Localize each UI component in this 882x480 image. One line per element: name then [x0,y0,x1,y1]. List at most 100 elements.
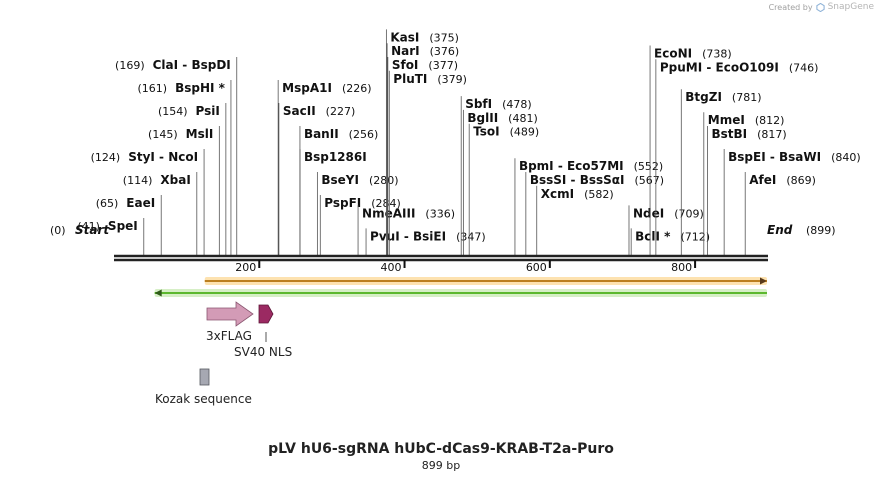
site-name: Bsp1286I [304,150,367,164]
restriction-site[interactable]: PpuMI - EcoO109I(746) [655,59,819,256]
restriction-site[interactable]: SfoI (377) [387,57,458,256]
restriction-site[interactable]: AfeI (869) [744,172,816,256]
site-position: (114) [123,174,153,187]
site-position: (812) [755,114,785,127]
restriction-site[interactable]: BtgZI(781) [680,89,762,256]
map-title-block: pLV hU6-sgRNA hUbC-dCas9-KRAB-T2a-Puro 8… [0,441,882,472]
site-name: StyI - NcoI [128,150,198,164]
restriction-site[interactable]: BstBI(817) [707,126,787,256]
restriction-site[interactable]: StyI - NcoI (124) [91,149,205,256]
end-label: End [767,223,793,237]
sv40-nls-arrow [258,304,274,324]
restriction-site[interactable]: XcmI(582) [536,185,614,256]
site-position: (567) [635,174,665,187]
restriction-site[interactable]: BspHI * (161) [138,80,232,256]
site-name: PsiI [196,104,220,118]
restriction-sites: SpeI(41)EaeI(65)XbaI(114) StyI - NcoI (124… [77,29,861,257]
site-name: ClaI - BspDI [153,58,231,72]
site-name: NmeAIII [362,206,415,220]
restriction-site[interactable]: MspA1I(226) [277,80,372,256]
kozak-box [199,368,210,386]
ruler-tick-label: 400 [381,261,402,274]
restriction-site[interactable]: BclI *(712) [630,228,710,256]
restriction-site[interactable]: EaeI(65) [96,195,162,256]
site-name: BspEI - BsaWI [728,150,821,164]
site-position: (552) [634,160,664,173]
end-position: (899) [806,224,836,237]
site-position: (124) [91,151,121,164]
feature-arrowhead [154,289,162,297]
site-name: MspA1I [282,81,332,95]
restriction-site[interactable]: EcoNI(738) [649,45,732,257]
site-name: AfeI [749,173,776,187]
ruler-ticks: 200 400 600 800 [235,260,697,274]
site-position: (869) [786,174,816,187]
feature-3xflag[interactable]: 3xFLAG [206,301,254,343]
feature-kozak[interactable]: Kozak sequence [155,368,252,406]
restriction-site[interactable]: MslI(145) [148,126,220,256]
site-position: (154) [158,105,188,118]
map-title: pLV hU6-sgRNA hUbC-dCas9-KRAB-T2a-Puro [268,441,614,457]
site-name: PvuI - BsiEI [370,229,446,243]
feature-sv40-nls[interactable]: SV40 NLS [234,304,292,359]
restriction-site[interactable]: NarI(376) [386,43,459,256]
restriction-site[interactable]: PspFI(284) [319,195,401,256]
snapgene-logo-icon [815,2,825,12]
site-position: (227) [326,105,356,118]
site-name: EcoNI [654,47,692,61]
restriction-site[interactable]: KasI(375) [385,29,459,256]
site-name: NarI [391,44,420,58]
site-name: SfoI [392,58,419,72]
sv40-nls-label: SV40 NLS [234,345,292,359]
site-name: BspHI * [175,81,226,95]
restriction-site[interactable]: BanII(256) [299,126,378,256]
site-name: MslI [186,127,214,141]
restriction-site[interactable]: BssSI - BssSαI (567) [525,172,665,256]
feature-arrowhead [760,277,767,285]
site-name: SbfI [465,97,492,111]
map-length: 899 bp [421,459,461,472]
ruler-tick-label: 200 [235,261,256,274]
site-name: TsoI [473,125,499,139]
restriction-site[interactable]: PsiI (154) [158,103,227,256]
site-name: PspFI [324,196,361,210]
site-position: (712) [680,230,710,243]
site-name: PpuMI - EcoO109I [660,60,779,74]
restriction-site[interactable]: ClaI - BspDI(169) [115,57,238,256]
restriction-site[interactable]: SacII (227) [278,103,356,256]
restriction-site[interactable]: TsoI(489) [468,123,539,256]
3xflag-arrow [206,301,254,327]
site-position: (161) [138,82,168,95]
start-label: Start [75,223,110,237]
site-position: (817) [757,128,787,141]
restriction-site[interactable]: SpeI(41) [77,218,145,256]
site-position: (709) [674,207,704,220]
restriction-site[interactable]: BspEI - BsaWI (840) [723,149,861,256]
orange-feature-forward[interactable] [204,277,767,285]
site-position: (280) [369,174,399,187]
restriction-site[interactable]: PluTI(379) [388,70,467,256]
site-name: PluTI [393,72,427,86]
site-position: (377) [428,59,458,72]
site-name: BssSI - BssSαI [530,173,625,187]
restriction-site[interactable]: XbaI(114) [123,172,198,256]
ruler-tick-label: 600 [526,261,547,274]
site-name: SacII [283,104,316,118]
sequence-backbone [114,254,768,262]
creator-credit: Created by SnapGene [769,2,874,12]
site-position: (840) [831,151,861,164]
site-position: (375) [429,31,459,44]
ruler-tick-label: 800 [671,261,692,274]
restriction-site[interactable]: SbfI(478) [460,96,532,256]
site-name: BtgZI [685,90,722,104]
restriction-site[interactable]: NmeAIII(336) [357,205,455,256]
restriction-site[interactable]: BseYI(280) [316,172,399,256]
site-position: (481) [508,112,538,125]
restriction-site[interactable]: BglII(481) [462,109,538,256]
sequence-ends: (0) Start End (899) [50,223,836,237]
restriction-site[interactable]: Bsp1286I [299,149,367,256]
green-feature-reverse[interactable] [154,289,768,297]
restriction-site[interactable]: MmeI(812) [703,112,785,256]
restriction-site[interactable]: PvuI - BsiEI(347) [365,228,486,256]
